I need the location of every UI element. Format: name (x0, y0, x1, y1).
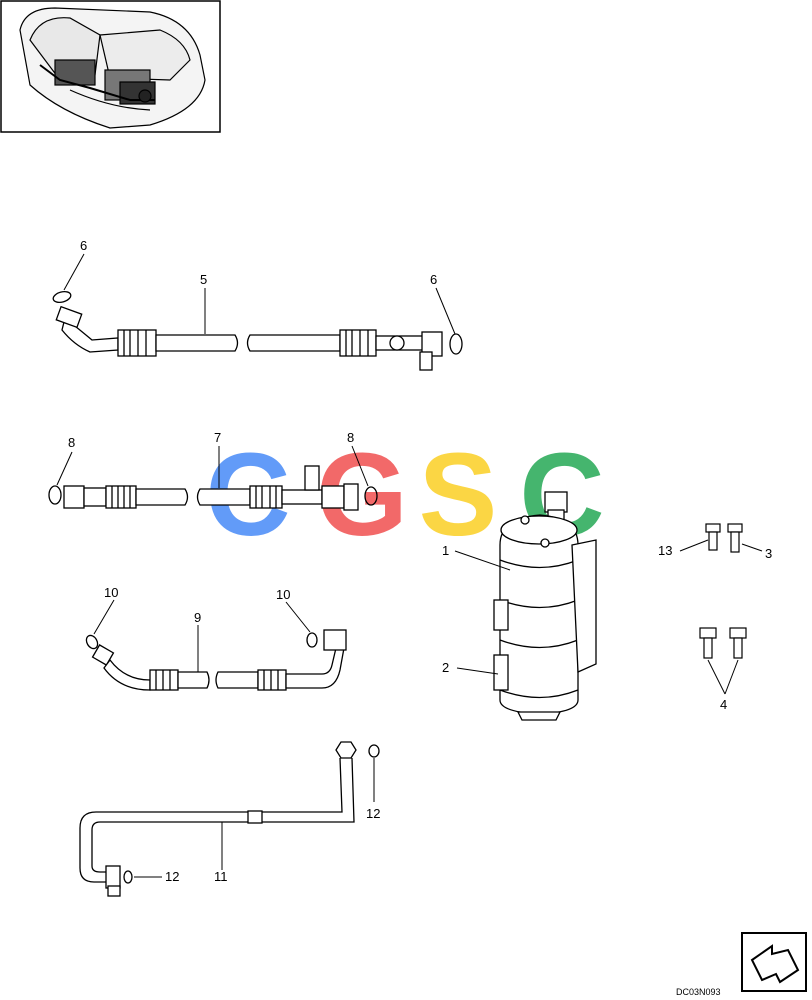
locator-thumbnail (0, 0, 221, 133)
callout-1: 1 (442, 543, 449, 558)
callout-3: 3 (765, 546, 772, 561)
receiver-drier-1 (493, 491, 597, 721)
leader-lines (56, 253, 763, 878)
callout-11: 11 (214, 869, 228, 884)
callout-7: 7 (214, 430, 221, 445)
callout-5: 5 (200, 272, 207, 287)
hose-assembly-9 (85, 629, 347, 691)
bolts (699, 523, 747, 659)
callout-12-right: 12 (366, 806, 380, 821)
callout-8-right: 8 (347, 430, 354, 445)
callout-12-left: 12 (165, 869, 179, 884)
hose-assembly-7 (48, 465, 378, 511)
callout-6-left: 6 (80, 238, 87, 253)
callout-9: 9 (194, 610, 201, 625)
callout-13: 13 (658, 543, 672, 558)
hose-assembly-5 (52, 290, 463, 371)
callout-10-left: 10 (104, 585, 118, 600)
callout-4: 4 (720, 697, 727, 712)
drawing-code: DC03N093 (676, 987, 721, 997)
callout-10-right: 10 (276, 587, 290, 602)
line-11 (79, 741, 380, 897)
callout-2: 2 (442, 660, 449, 675)
callout-labels: 6 5 6 8 7 8 1 2 13 3 4 10 9 10 12 11 12 (68, 238, 772, 884)
watermark-letter: S (419, 429, 498, 561)
callout-8-left: 8 (68, 435, 75, 450)
callout-6-right: 6 (430, 272, 437, 287)
next-page-arrow-icon[interactable] (741, 932, 807, 992)
